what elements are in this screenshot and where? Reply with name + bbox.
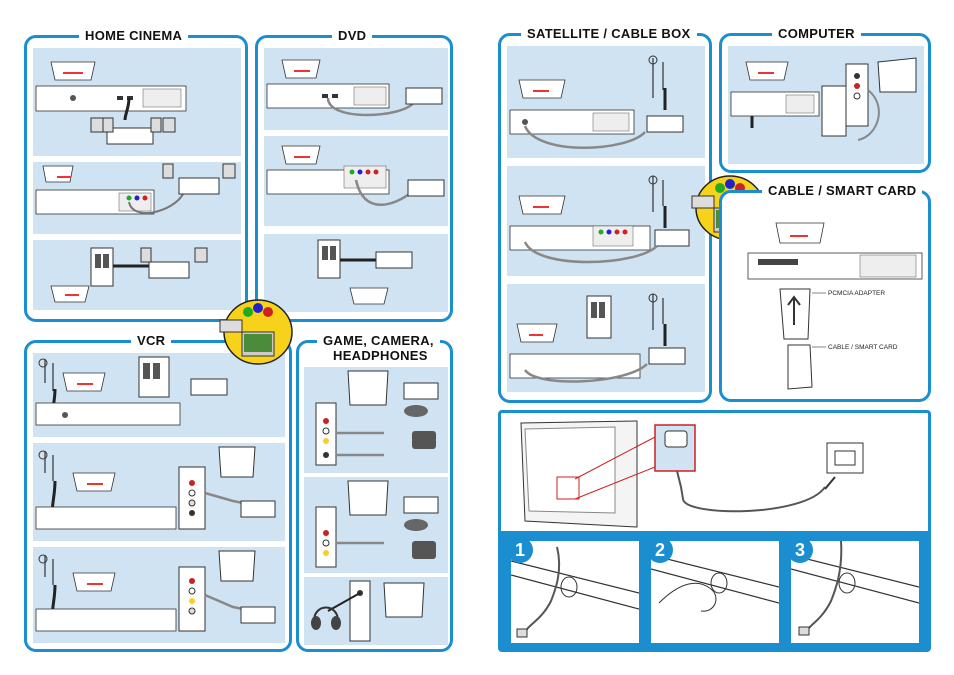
panel-title-game-line1: GAME, CAMERA, xyxy=(317,334,440,348)
scene-satellite-3 xyxy=(507,284,705,392)
scene-vcr-3 xyxy=(33,547,285,643)
panel-title-dvd: DVD xyxy=(332,29,373,43)
scene-home-cinema-2 xyxy=(33,162,241,234)
step-1-number: 1 xyxy=(507,537,533,563)
panel-game-camera-headphones: GAME, CAMERA, HEADPHONES xyxy=(296,334,453,652)
scene-vcr-2 xyxy=(33,443,285,541)
scene-home-cinema-3 xyxy=(33,240,241,310)
scene-satellite-2 xyxy=(507,166,705,276)
scene-computer xyxy=(728,46,924,164)
scene-dvd-1 xyxy=(264,48,448,130)
scene-headphones xyxy=(304,577,448,645)
panel-satellite: SATELLITE / CABLE BOX xyxy=(498,27,712,403)
panel-title-vcr: VCR xyxy=(131,334,172,348)
connector-badge-icon xyxy=(219,299,293,365)
scene-cable-smart-card: PCMCIA ADAPTER CABLE / SMART CARD xyxy=(728,207,924,393)
panel-title-cable-smart-card: CABLE / SMART CARD xyxy=(762,184,923,198)
panel-computer: COMPUTER xyxy=(719,27,931,173)
scene-satellite-1 xyxy=(507,46,705,158)
panel-title-home-cinema: HOME CINEMA xyxy=(79,29,189,43)
scene-power-tv xyxy=(505,417,925,535)
panel-cable-smart-card: PCMCIA ADAPTER CABLE / SMART CARD CABLE … xyxy=(719,184,931,402)
panel-dvd: DVD xyxy=(255,29,453,322)
scene-game-camera xyxy=(304,367,448,473)
scene-home-cinema-1 xyxy=(33,48,241,156)
panel-title-satellite: SATELLITE / CABLE BOX xyxy=(521,27,697,41)
panel-title-game-line2: HEADPHONES xyxy=(327,349,434,363)
step-2-number: 2 xyxy=(647,537,673,563)
scene-dvd-2 xyxy=(264,136,448,226)
panel-power: 1 2 3 xyxy=(498,410,931,652)
panel-vcr: VCR xyxy=(24,334,292,652)
scene-vcr-1 xyxy=(33,353,285,437)
scene-dvd-3 xyxy=(264,234,448,312)
panel-title-computer: COMPUTER xyxy=(772,27,861,41)
scene-game-camera-2 xyxy=(304,477,448,573)
step-2-image xyxy=(651,541,779,643)
panel-home-cinema: HOME CINEMA xyxy=(24,29,248,322)
label-pcmcia-adapter: PCMCIA ADAPTER xyxy=(828,290,886,297)
label-smart-card: CABLE / SMART CARD xyxy=(828,344,898,351)
step-1-image xyxy=(511,541,639,643)
step-3-number: 3 xyxy=(787,537,813,563)
